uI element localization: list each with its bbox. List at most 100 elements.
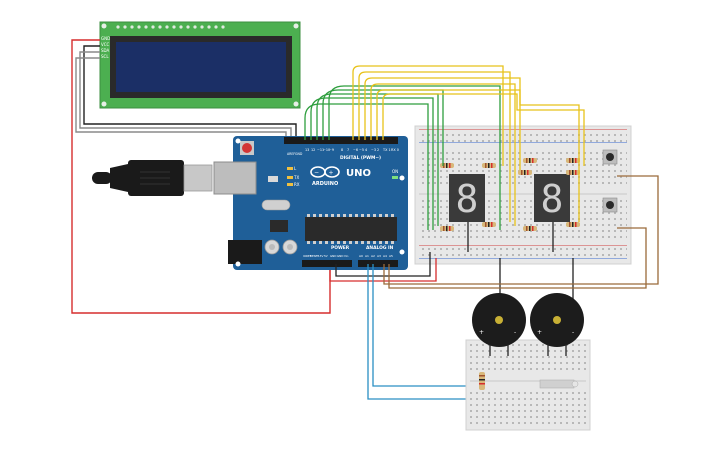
digital-pin-label: 2 [377, 148, 379, 152]
gray-wire-sda[interactable] [79, 51, 292, 140]
green-wires [304, 85, 501, 230]
mount-hole [399, 249, 405, 255]
push-button-top[interactable] [602, 149, 618, 165]
power-pin-labels: IOREF RESET 3.3V 5V GND GND Vin [303, 254, 349, 258]
digital-pin-labels: 13 12 ~11 ~10 ~9 8 7 ~6 ~5 4 ~3 2 TX 1 R… [305, 148, 399, 152]
usb-plug [183, 164, 213, 192]
yellow-wire[interactable] [376, 89, 580, 222]
analog-pin-label: A5 [389, 254, 393, 258]
resistor[interactable] [523, 158, 537, 163]
brown-wire[interactable] [383, 175, 659, 285]
push-button-bottom[interactable] [602, 197, 618, 213]
analog-pin-label: A0 [359, 254, 363, 258]
resistor[interactable] [440, 163, 454, 168]
main-breadboard[interactable] [414, 125, 632, 265]
digital-pin-label: 7 [347, 148, 349, 152]
seven-segment-left[interactable]: 8 [449, 174, 485, 222]
power-pin-label: IOREF [303, 254, 312, 258]
green-wire[interactable] [322, 89, 444, 166]
buzzer-left[interactable]: + - [472, 293, 526, 347]
analog-header[interactable] [358, 260, 398, 267]
digital-pin-label: ~10 [323, 148, 330, 152]
seven-segment-right[interactable]: 8 [534, 174, 570, 222]
small-breadboard[interactable] [465, 339, 591, 431]
buzzer-right[interactable]: + - [530, 293, 584, 347]
power-pin-label: GND [337, 254, 343, 258]
green-wire[interactable] [304, 103, 429, 230]
lcd-module[interactable]: GND VCC SDA SCL [99, 21, 301, 109]
red-wire-vcc[interactable] [71, 39, 331, 314]
yellow-wires [352, 65, 585, 226]
digital-pin-label: 13 [305, 148, 309, 152]
resistor[interactable] [523, 226, 537, 231]
digital-pin-label: RX 0 [391, 148, 399, 152]
brown-wire[interactable] [388, 227, 647, 289]
gray-wire-scl[interactable] [75, 57, 287, 140]
digital-pin-label: ~6 [353, 148, 358, 152]
power-jack [228, 240, 262, 264]
potentiometer-resistor[interactable] [479, 372, 485, 390]
black-wire-gnd[interactable] [83, 45, 297, 140]
digital-pin-label: 12 [311, 148, 315, 152]
yellow-wire[interactable] [358, 71, 511, 222]
resistor[interactable] [566, 170, 580, 175]
svg-text:+: + [329, 170, 334, 177]
analog-pin-label: A4 [383, 254, 387, 258]
arduino-uno[interactable]: TX RX L ON − + UNO ARDUINO [213, 136, 408, 270]
arduino-brand: ARDUINO [312, 181, 338, 187]
green-wire[interactable] [310, 97, 434, 230]
lcd-mount-hole [101, 23, 107, 29]
black-wire-gnd[interactable] [335, 252, 431, 277]
buzzer-left-minus: - [514, 329, 516, 336]
resistors-main [440, 158, 580, 231]
crystal [261, 199, 291, 211]
usb-port [213, 161, 257, 195]
digital-pin-label: ~5 [359, 148, 364, 152]
buzzer-right-plus: + [537, 329, 542, 336]
top-power-rail [419, 130, 627, 142]
arduino-logo: − + [310, 166, 340, 178]
green-wire[interactable] [328, 85, 501, 230]
black-wires [335, 222, 574, 300]
resistor[interactable] [566, 158, 580, 163]
analog-pin-label: A2 [371, 254, 375, 258]
brown-wires [383, 175, 659, 289]
resistor[interactable] [482, 163, 496, 168]
rx-label: RX [294, 182, 300, 187]
digital-pin-label: ~3 [371, 148, 376, 152]
lcd-pin-sda: SDA [101, 48, 110, 53]
yellow-wire[interactable] [364, 77, 521, 170]
analog-pin-label: A1 [365, 254, 369, 258]
resistor[interactable] [482, 222, 496, 227]
smd-chip [268, 176, 278, 182]
digital-header[interactable] [284, 137, 398, 144]
yellow-wire[interactable] [352, 65, 504, 166]
lcd-header-pins [116, 25, 225, 29]
red-wire-5v[interactable] [329, 258, 437, 282]
resistor[interactable] [440, 226, 454, 231]
power-header[interactable] [302, 260, 352, 267]
usb-cable[interactable] [92, 160, 213, 196]
resistor[interactable] [566, 222, 580, 227]
mount-hole [235, 261, 241, 267]
svg-text:−: − [314, 170, 319, 177]
green-wire[interactable] [316, 93, 439, 226]
digital-pin-label: 8 [341, 148, 343, 152]
mount-hole [399, 175, 405, 181]
resistor[interactable] [518, 170, 532, 175]
power-label: POWER [331, 245, 350, 251]
yellow-wire[interactable] [370, 83, 516, 226]
buzzer-right-minus: - [572, 329, 574, 336]
analog-label: ANALOG IN [366, 245, 394, 251]
yellow-wire[interactable] [382, 93, 585, 166]
power-pin-label: GND [330, 254, 336, 258]
lcd-pin-scl: SCL [101, 54, 109, 59]
regulator [270, 220, 288, 232]
lcd-wires [71, 39, 331, 314]
tx-label: TX [293, 175, 299, 180]
seven-segment-left-digit: 8 [456, 177, 479, 221]
power-pin-label: Vin [344, 254, 349, 258]
reset-button[interactable] [242, 143, 252, 153]
slide-switch[interactable] [539, 379, 579, 389]
atmega-chip [305, 217, 397, 241]
